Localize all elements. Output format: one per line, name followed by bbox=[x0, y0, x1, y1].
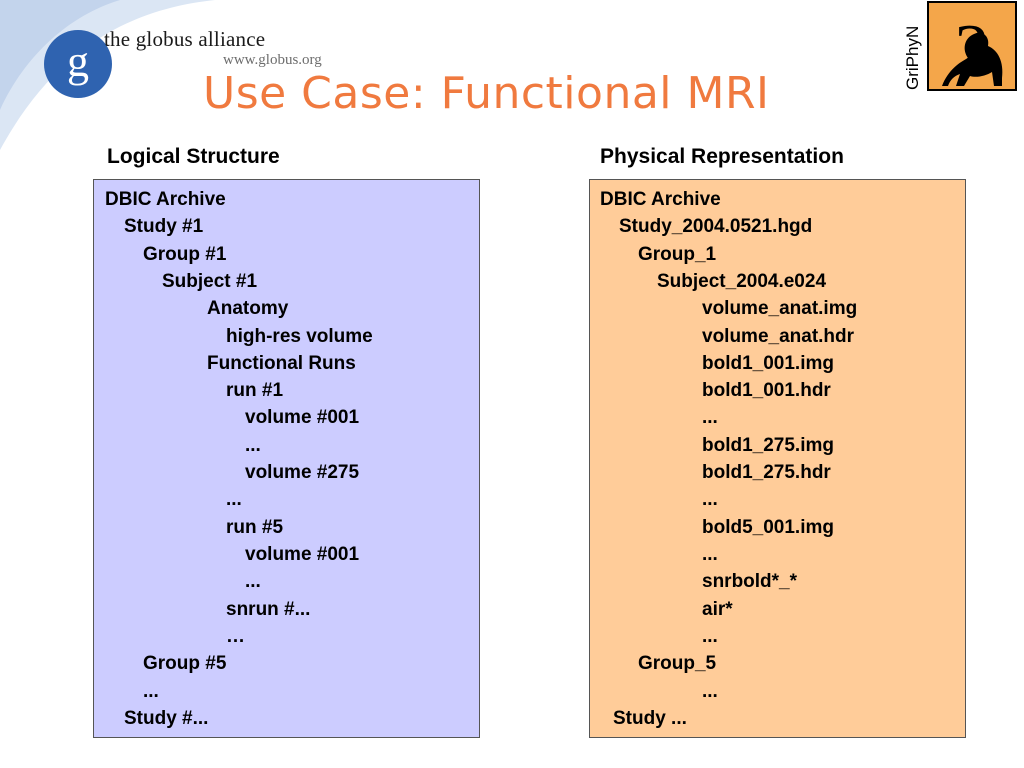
logical-tree-item: Study #1 bbox=[124, 216, 204, 237]
griffin-silhouette-icon bbox=[942, 32, 1003, 86]
physical-tree-item: bold1_001.hdr bbox=[702, 380, 831, 401]
logical-tree-item: run #5 bbox=[226, 517, 284, 538]
logical-tree-item: volume #275 bbox=[245, 462, 360, 483]
corner-swoosh-graphic bbox=[0, 0, 215, 150]
logical-tree-item: Study #... bbox=[124, 708, 209, 729]
physical-representation-panel: DBIC Archive Study_2004.0521.hgd Group_1… bbox=[589, 179, 966, 738]
logical-tree-item: ... bbox=[245, 435, 261, 456]
logical-tree-item: Group #1 bbox=[143, 244, 227, 265]
physical-tree-item: ... bbox=[702, 407, 718, 428]
griphyn-logo: GriPhyN 2 bbox=[903, 1, 1017, 91]
logical-tree-item: run #1 bbox=[226, 380, 284, 401]
logical-tree-item: volume #001 bbox=[245, 544, 360, 565]
globus-logo-icon: g bbox=[44, 30, 112, 98]
physical-tree-item: DBIC Archive bbox=[600, 189, 721, 210]
logical-tree-item: … bbox=[226, 626, 245, 647]
physical-tree-item: ... bbox=[702, 681, 718, 702]
logical-tree-item: high-res volume bbox=[226, 326, 373, 347]
logical-structure-panel: DBIC Archive Study #1 Group #1 Subject #… bbox=[93, 179, 480, 738]
physical-tree-item: Study_2004.0521.hgd bbox=[619, 216, 813, 237]
logical-tree-item: ... bbox=[245, 571, 261, 592]
brand-name: the globus alliance bbox=[104, 27, 266, 51]
physical-tree-item: bold1_001.img bbox=[702, 353, 834, 374]
physical-representation-heading: Physical Representation bbox=[600, 145, 844, 168]
physical-tree-item: ... bbox=[702, 489, 718, 510]
logical-structure-heading: Logical Structure bbox=[107, 145, 280, 168]
physical-tree-item: Group_1 bbox=[638, 244, 717, 265]
griphyn-logo-text: GriPhyN bbox=[903, 26, 922, 90]
physical-tree-item: air* bbox=[702, 599, 733, 620]
physical-tree-item: snrbold*_* bbox=[702, 571, 798, 592]
logical-tree-item: DBIC Archive bbox=[105, 189, 226, 210]
physical-tree-item: volume_anat.img bbox=[702, 298, 858, 319]
logical-tree-item: volume #001 bbox=[245, 407, 360, 428]
physical-tree-item: Study ... bbox=[613, 708, 687, 729]
logical-tree-item: Functional Runs bbox=[207, 353, 356, 374]
logical-tree-item: ... bbox=[143, 681, 159, 702]
slide-title: Use Case: Functional MRI bbox=[203, 68, 770, 119]
logical-tree-item: Anatomy bbox=[207, 298, 289, 319]
brand-url[interactable]: www.globus.org bbox=[223, 52, 322, 68]
logical-tree-item: Group #5 bbox=[143, 653, 227, 674]
physical-tree-item: volume_anat.hdr bbox=[702, 326, 855, 347]
logical-tree-item: ... bbox=[226, 489, 242, 510]
physical-tree-item: ... bbox=[702, 626, 718, 647]
logo-letter: g bbox=[67, 37, 89, 86]
logical-tree-item: snrun #... bbox=[226, 599, 311, 620]
physical-tree-item: ... bbox=[702, 544, 718, 565]
physical-tree-item: bold5_001.img bbox=[702, 517, 834, 538]
physical-tree-item: bold1_275.img bbox=[702, 435, 834, 456]
physical-tree-item: bold1_275.hdr bbox=[702, 462, 831, 483]
logical-tree-item: Subject #1 bbox=[162, 271, 258, 292]
physical-tree-item: Subject_2004.e024 bbox=[657, 271, 827, 292]
physical-tree-item: Group_5 bbox=[638, 653, 717, 674]
